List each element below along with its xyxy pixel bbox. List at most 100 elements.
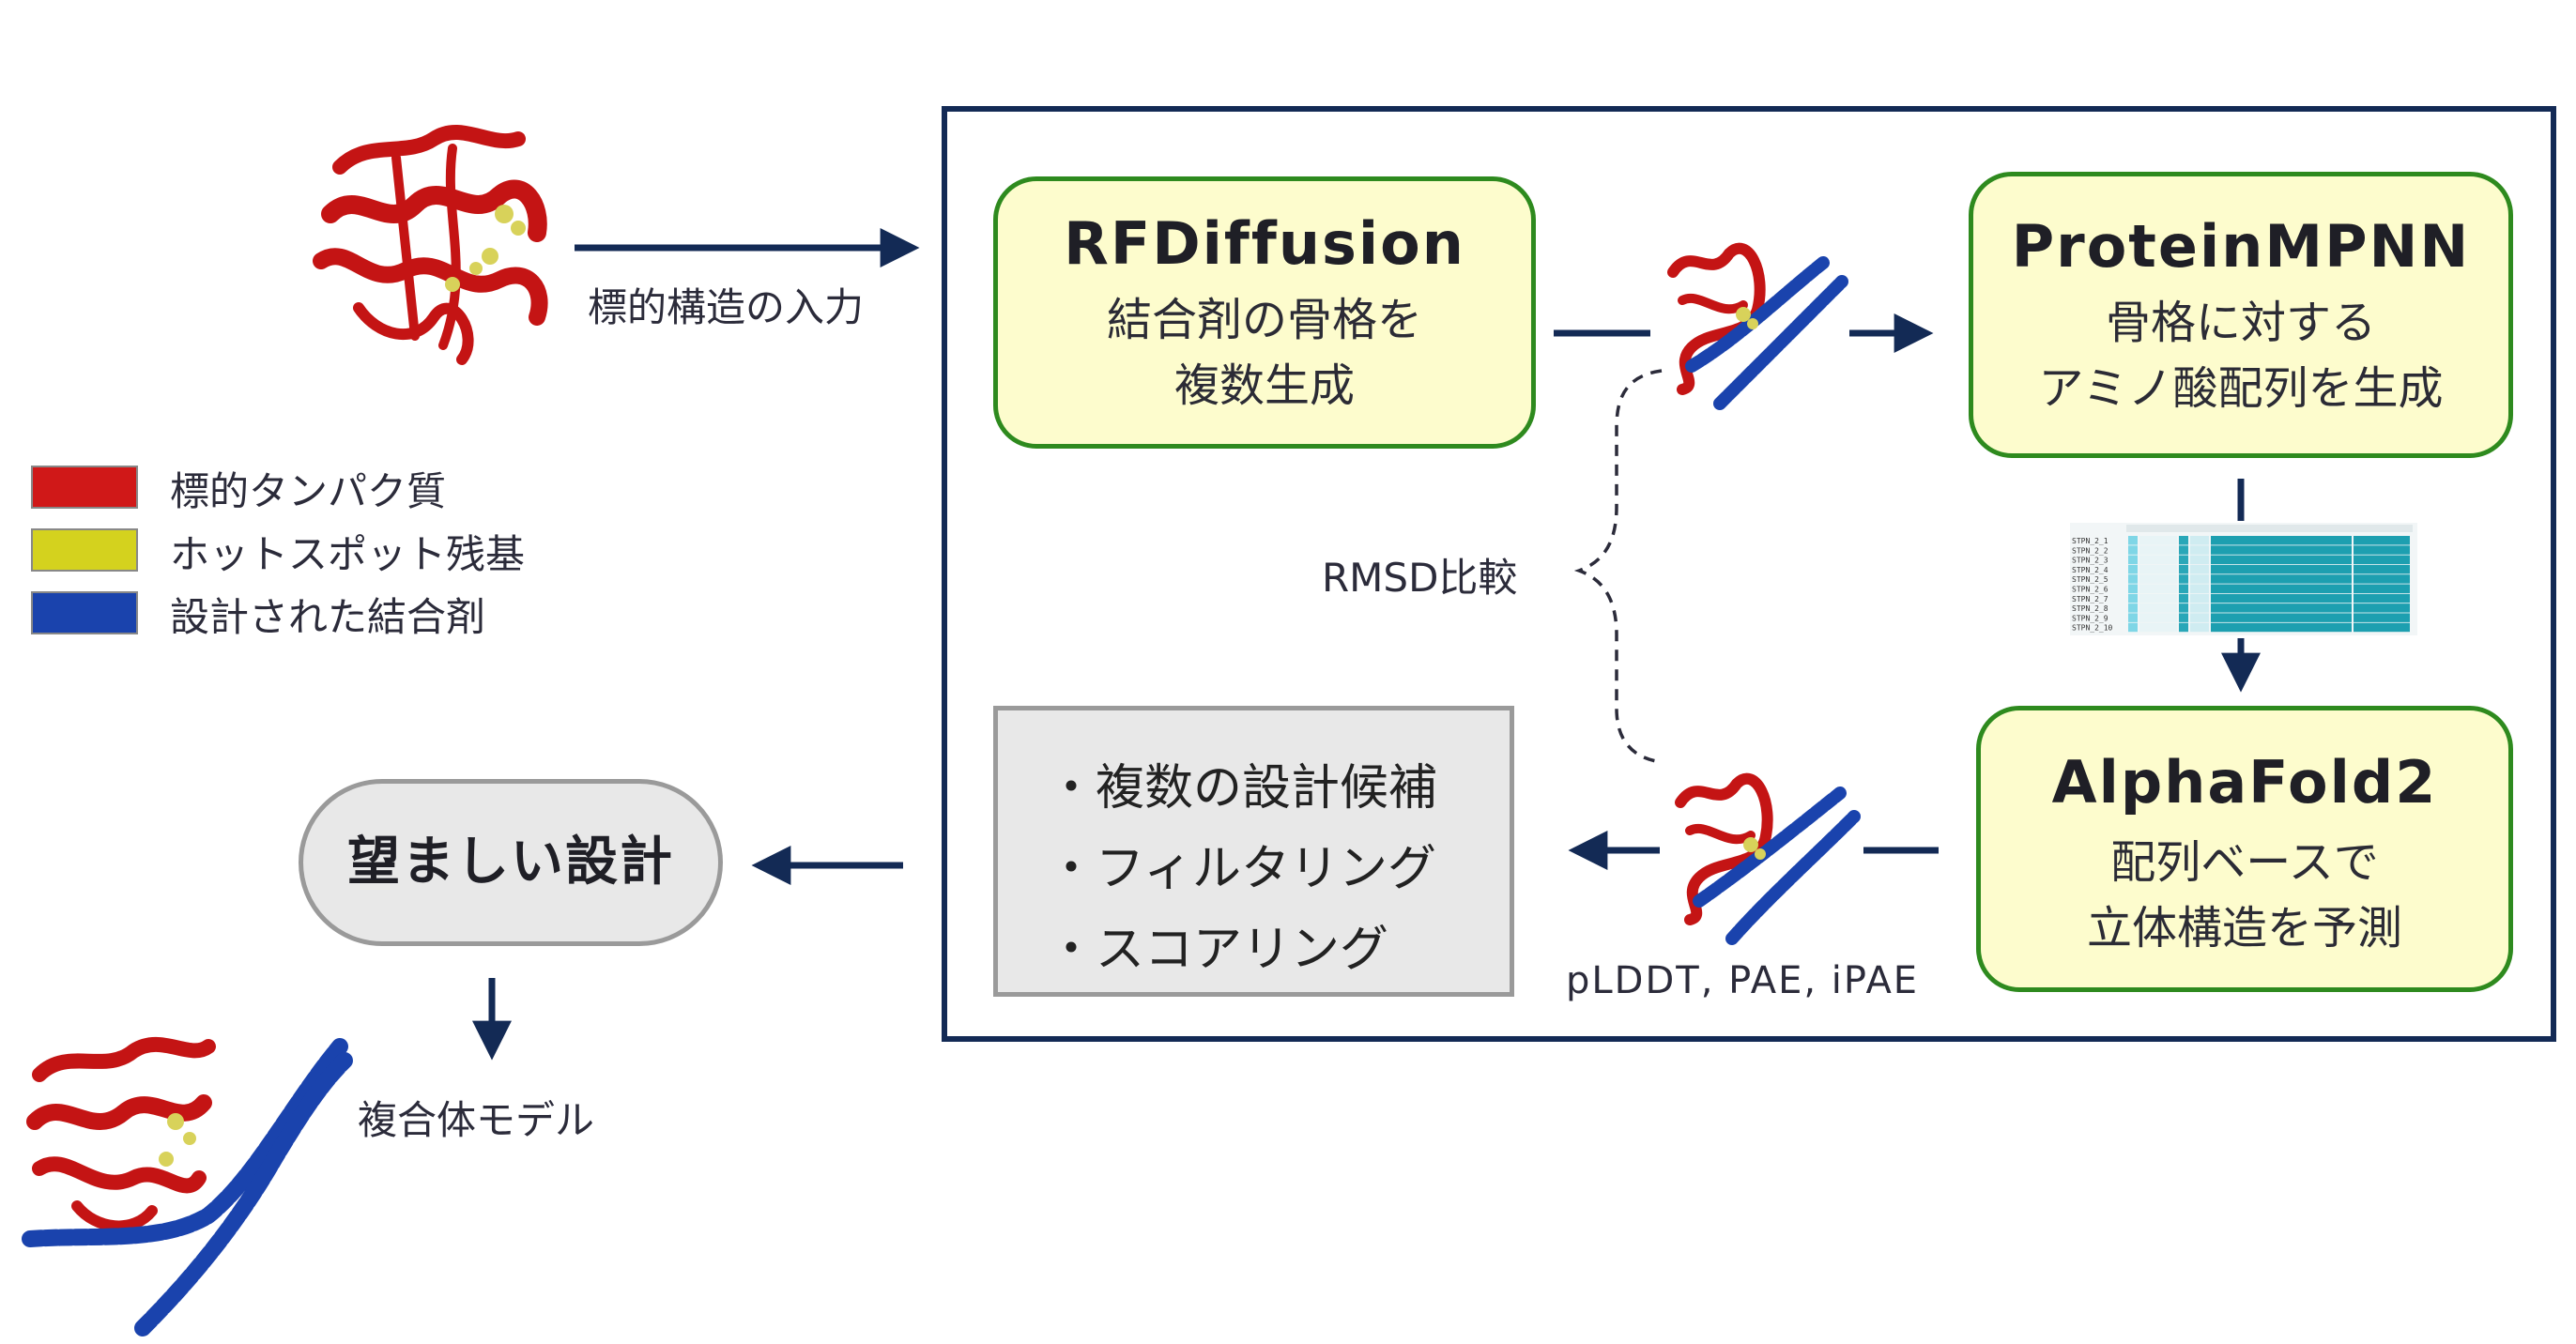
msa-cell (2211, 584, 2352, 593)
rmsd-dashed-brace (1573, 369, 1663, 764)
msa-row-label: STPN_2_10 (2072, 624, 2113, 633)
legend-swatch-blue (31, 591, 138, 634)
alphafold2-desc-2: 立体構造を予測 (2086, 902, 2402, 955)
msa-cell (2179, 574, 2188, 584)
msa-cell (2354, 574, 2410, 584)
complex-model-image (22, 1036, 353, 1336)
legend-label: 標的タンパク質 (170, 468, 447, 514)
msa-cell (2211, 574, 2352, 584)
legend-swatch-yellow (31, 528, 138, 572)
target-protein-image (313, 124, 548, 365)
msa-cell (2190, 603, 2209, 613)
msa-cell (2179, 545, 2188, 555)
msa-cell (2128, 593, 2138, 603)
msa-cell (2139, 622, 2177, 633)
msa-cell (2179, 536, 2188, 545)
binder-structure-image-1 (1667, 242, 1848, 410)
msa-row-label: STPN_2_4 (2072, 566, 2108, 574)
msa-cell (2139, 555, 2177, 565)
filter-item-filtering: ・フィルタリング (1047, 841, 1436, 897)
desired-design-label: 望ましい設計 (347, 832, 674, 893)
msa-cell (2354, 564, 2410, 574)
msa-row-label: STPN_2_1 (2072, 537, 2108, 545)
msa-row-label: STPN_2_6 (2072, 586, 2108, 594)
filter-item-scoring: ・スコアリング (1047, 922, 1389, 978)
msa-cell (2128, 574, 2138, 584)
msa-cell (2354, 536, 2410, 545)
legend-label: ホットスポット残基 (170, 531, 526, 577)
msa-cell (2139, 574, 2177, 584)
msa-cell (2190, 555, 2209, 565)
filter-item-candidates: ・複数の設計候補 (1047, 760, 1438, 817)
msa-cell (2128, 555, 2138, 565)
msa-cell (2128, 564, 2138, 574)
msa-cell (2179, 555, 2188, 565)
binder-structure-image-2 (1675, 772, 1861, 945)
alphafold2-desc-1: 配列ベースで (2110, 836, 2379, 889)
msa-cell (2128, 584, 2138, 593)
pipeline-frame (942, 106, 2556, 1042)
alphafold2-title: AlphaFold2 (2051, 748, 2438, 817)
msa-cell (2211, 545, 2352, 555)
msa-cell (2179, 622, 2188, 633)
msa-cell (2190, 584, 2209, 593)
msa-cell (2190, 574, 2209, 584)
msa-cell (2179, 564, 2188, 574)
proteinmpnn-desc-2: アミノ酸配列を生成 (2038, 362, 2444, 415)
msa-cell (2179, 593, 2188, 603)
msa-cell (2190, 593, 2209, 603)
rfdiffusion-desc-2: 複数生成 (1173, 359, 1355, 412)
msa-cell (2190, 622, 2209, 633)
filter-box: ・複数の設計候補 ・フィルタリング ・スコアリング (993, 706, 1514, 997)
msa-cell (2211, 555, 2352, 565)
legend-label: 設計された結合剤 (170, 594, 486, 640)
msa-cell (2211, 593, 2352, 603)
msa-cell (2211, 603, 2352, 613)
msa-cell (2354, 613, 2410, 622)
proteinmpnn-title: ProteinMPNN (2011, 212, 2471, 281)
alphafold2-box: AlphaFold2 配列ベースで 立体構造を予測 (1976, 706, 2513, 992)
msa-cell (2128, 603, 2138, 613)
msa-cell (2139, 603, 2177, 613)
msa-cell (2179, 613, 2188, 622)
rfdiffusion-title: RFDiffusion (1064, 209, 1465, 278)
msa-cell (2139, 593, 2177, 603)
msa-row-label: STPN_2_8 (2072, 604, 2108, 613)
msa-cell (2354, 622, 2410, 633)
msa-cell (2354, 555, 2410, 565)
msa-cell (2139, 613, 2177, 622)
rfdiffusion-desc-1: 結合剤の骨格を (1106, 294, 1422, 346)
metrics-label: pLDDT, PAE, iPAE (1566, 959, 1920, 1002)
msa-cell (2211, 613, 2352, 622)
msa-cell (2211, 622, 2352, 633)
rmsd-label: RMSD比較 (1322, 555, 1518, 601)
msa-cell (2190, 564, 2209, 574)
msa-cell (2179, 584, 2188, 593)
msa-cell (2211, 536, 2352, 545)
msa-cell (2190, 545, 2209, 555)
msa-cell (2354, 593, 2410, 603)
msa-row-label: STPN_2_3 (2072, 557, 2108, 565)
msa-row-label: STPN_2_7 (2072, 595, 2108, 603)
legend-swatch-red (31, 466, 138, 509)
msa-cell (2128, 536, 2138, 545)
proteinmpnn-box: ProteinMPNN 骨格に対する アミノ酸配列を生成 (1969, 172, 2513, 458)
sequence-alignment-image: STPN_2_1STPN_2_2STPN_2_3STPN_2_4STPN_2_5… (2070, 523, 2417, 635)
desired-design-pill: 望ましい設計 (299, 779, 723, 946)
rfdiffusion-box: RFDiffusion 結合剤の骨格を 複数生成 (993, 176, 1536, 449)
msa-cell (2128, 545, 2138, 555)
msa-cell (2211, 564, 2352, 574)
msa-cell (2190, 613, 2209, 622)
complex-model-label: 複合体モデル (358, 1097, 595, 1143)
msa-cell (2139, 536, 2177, 545)
msa-row-label: STPN_2_9 (2072, 614, 2108, 622)
msa-cell (2354, 603, 2410, 613)
msa-cell (2139, 545, 2177, 555)
msa-row-label: STPN_2_2 (2072, 546, 2108, 555)
msa-cell (2179, 603, 2188, 613)
proteinmpnn-desc-1: 骨格に対する (2105, 297, 2376, 349)
msa-cell (2354, 584, 2410, 593)
msa-cell (2139, 564, 2177, 574)
msa-cell (2354, 545, 2410, 555)
